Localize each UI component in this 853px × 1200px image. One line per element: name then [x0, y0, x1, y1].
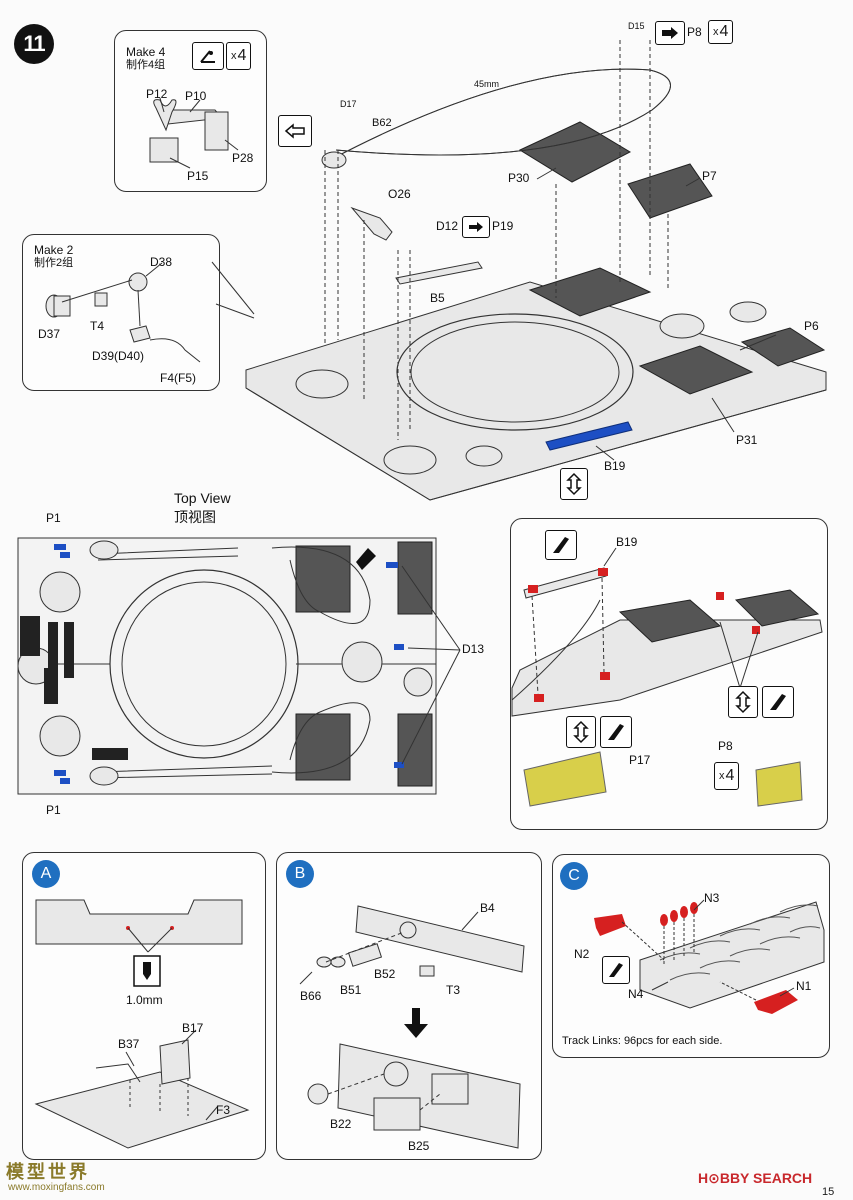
- top-view-p1-bottom: P1: [46, 803, 61, 817]
- sub-b-badge: B: [286, 860, 314, 888]
- make2-title-cn: 制作2组: [34, 257, 74, 269]
- label-o26: O26: [388, 187, 411, 201]
- make2-title: Make 2: [34, 243, 74, 257]
- part-p15: P15: [187, 169, 209, 183]
- sub-c-badge: C: [560, 862, 588, 890]
- label-45mm: 45mm: [474, 79, 500, 89]
- sub-c-note: Track Links: 96pcs for each side.: [562, 1035, 723, 1047]
- part-t4: T4: [90, 319, 105, 333]
- sub-c-n1: N1: [796, 979, 812, 993]
- make4-title-cn: 制作4组: [126, 59, 166, 71]
- sub-a-b37: B37: [118, 1037, 140, 1051]
- sub-b-b51: B51: [340, 983, 362, 997]
- detail-label-p17: P17: [629, 753, 651, 767]
- part-p10: P10: [185, 89, 207, 103]
- detail-knife-icon-top: [545, 530, 577, 560]
- top-view-p1-top: P1: [46, 511, 61, 525]
- label-b62: B62: [372, 117, 392, 129]
- detail-knife-icon-left: [600, 716, 632, 748]
- part-p12: P12: [146, 87, 168, 101]
- label-p7: P7: [702, 169, 717, 183]
- label-p30: P30: [508, 171, 530, 185]
- sub-b-b52: B52: [374, 967, 396, 981]
- sub-a-drill: 1.0mm: [126, 993, 163, 1007]
- top-view-title: Top View: [174, 490, 231, 506]
- view-flip-icon-left: [278, 115, 312, 147]
- view-arrow-p19: [462, 216, 490, 238]
- detail-label-p8: P8: [718, 739, 733, 753]
- part-d37: D37: [38, 327, 61, 341]
- label-d12: D12: [436, 219, 459, 233]
- view-flip-icon-bottom: [560, 468, 588, 500]
- sub-a-badge: A: [32, 860, 60, 888]
- part-d39: D39(D40): [92, 349, 145, 363]
- glue-icon: [192, 42, 224, 70]
- watermark-right: H⊙BBY SEARCH: [698, 1170, 813, 1186]
- page-number: 15: [822, 1186, 835, 1198]
- part-f4: F4(F5): [160, 371, 196, 385]
- sub-c-n2: N2: [574, 947, 590, 961]
- label-p31: P31: [736, 433, 758, 447]
- sub-b-b25: B25: [408, 1139, 430, 1153]
- watermark-left: 模型世界: [6, 1162, 90, 1182]
- step-number: 11: [23, 31, 45, 56]
- detail-flip-icon-right: [728, 686, 758, 718]
- label-d15: D15: [628, 21, 645, 31]
- label-p8: P8: [687, 25, 702, 39]
- sub-a-b17: B17: [182, 1021, 204, 1035]
- sub-b-b66: B66: [300, 989, 322, 1003]
- sub-b-b22: B22: [330, 1117, 352, 1131]
- sub-b-t3: T3: [446, 983, 461, 997]
- top-view-title-cn: 顶视图: [174, 509, 216, 525]
- part-p28: P28: [232, 151, 254, 165]
- detail-flip-icon-left: [566, 716, 596, 748]
- sub-b-b4: B4: [480, 901, 495, 915]
- part-d38: D38: [150, 255, 173, 269]
- label-d17: D17: [340, 99, 357, 109]
- make4-title: Make 4: [126, 45, 166, 59]
- step-number-badge: 11: [14, 24, 54, 64]
- label-p6: P6: [804, 319, 819, 333]
- sub-c-knife-icon: [602, 956, 630, 984]
- label-p19: P19: [492, 219, 514, 233]
- detail-knife-icon-right: [762, 686, 794, 718]
- label-b19: B19: [604, 459, 626, 473]
- sub-c-n3: N3: [704, 891, 720, 905]
- label-b5: B5: [430, 291, 445, 305]
- top-view-d13: D13: [462, 642, 485, 656]
- sub-c-n4: N4: [628, 987, 644, 1001]
- watermark-left-url: www.moxingfans.com: [8, 1182, 105, 1193]
- detail-label-b19: B19: [616, 535, 638, 549]
- view-arrow-p8: [655, 21, 685, 45]
- sub-a-f3: F3: [216, 1103, 231, 1117]
